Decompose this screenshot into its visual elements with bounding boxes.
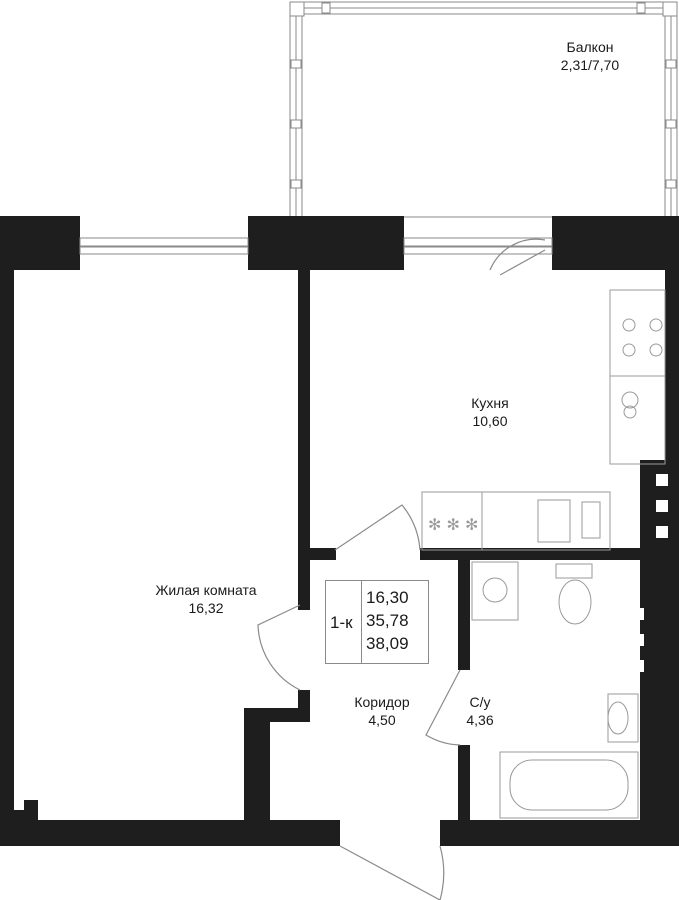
kitchen-fixtures: ✻ ✻ ✻ bbox=[421, 289, 666, 551]
wall-details bbox=[14, 474, 668, 810]
balcony-frame bbox=[289, 1, 678, 218]
walls bbox=[0, 216, 679, 846]
total-area: 35,78 bbox=[366, 611, 409, 630]
living-area-total: 16,30 bbox=[366, 588, 409, 607]
kitchen-label: Кухня 10,60 bbox=[450, 394, 530, 430]
total-area-with-balcony: 38,09 bbox=[366, 634, 409, 653]
kitchen-area: 10,60 bbox=[472, 413, 508, 429]
corridor-label: Коридор 4,50 bbox=[342, 693, 422, 729]
balcony-name: Балкон bbox=[566, 39, 614, 55]
living-name: Жилая комната bbox=[155, 582, 257, 598]
living-area: 16,32 bbox=[188, 600, 224, 616]
bathroom-fixtures bbox=[471, 561, 639, 819]
apartment-type: 1-к bbox=[330, 613, 353, 632]
balcony-area: 2,31/7,70 bbox=[560, 57, 620, 73]
living-label: Жилая комната 16,32 bbox=[136, 581, 276, 617]
windows bbox=[79, 237, 553, 255]
bathroom-area: 4,36 bbox=[466, 712, 494, 728]
bathroom-name: С/у bbox=[469, 694, 491, 710]
apartment-badge: 1-к 16,30 35,78 38,09 bbox=[325, 580, 429, 664]
svg-text:✻ ✻ ✻: ✻ ✻ ✻ bbox=[428, 515, 478, 534]
corridor-name: Коридор bbox=[354, 694, 410, 710]
apartment-areas: 16,30 35,78 38,09 bbox=[366, 586, 409, 655]
badge-divider bbox=[361, 581, 362, 663]
bathroom-label: С/у 4,36 bbox=[460, 693, 500, 729]
corridor-area: 4,50 bbox=[368, 712, 396, 728]
balcony-label: Балкон 2,31/7,70 bbox=[540, 38, 640, 74]
kitchen-name: Кухня bbox=[471, 395, 509, 411]
